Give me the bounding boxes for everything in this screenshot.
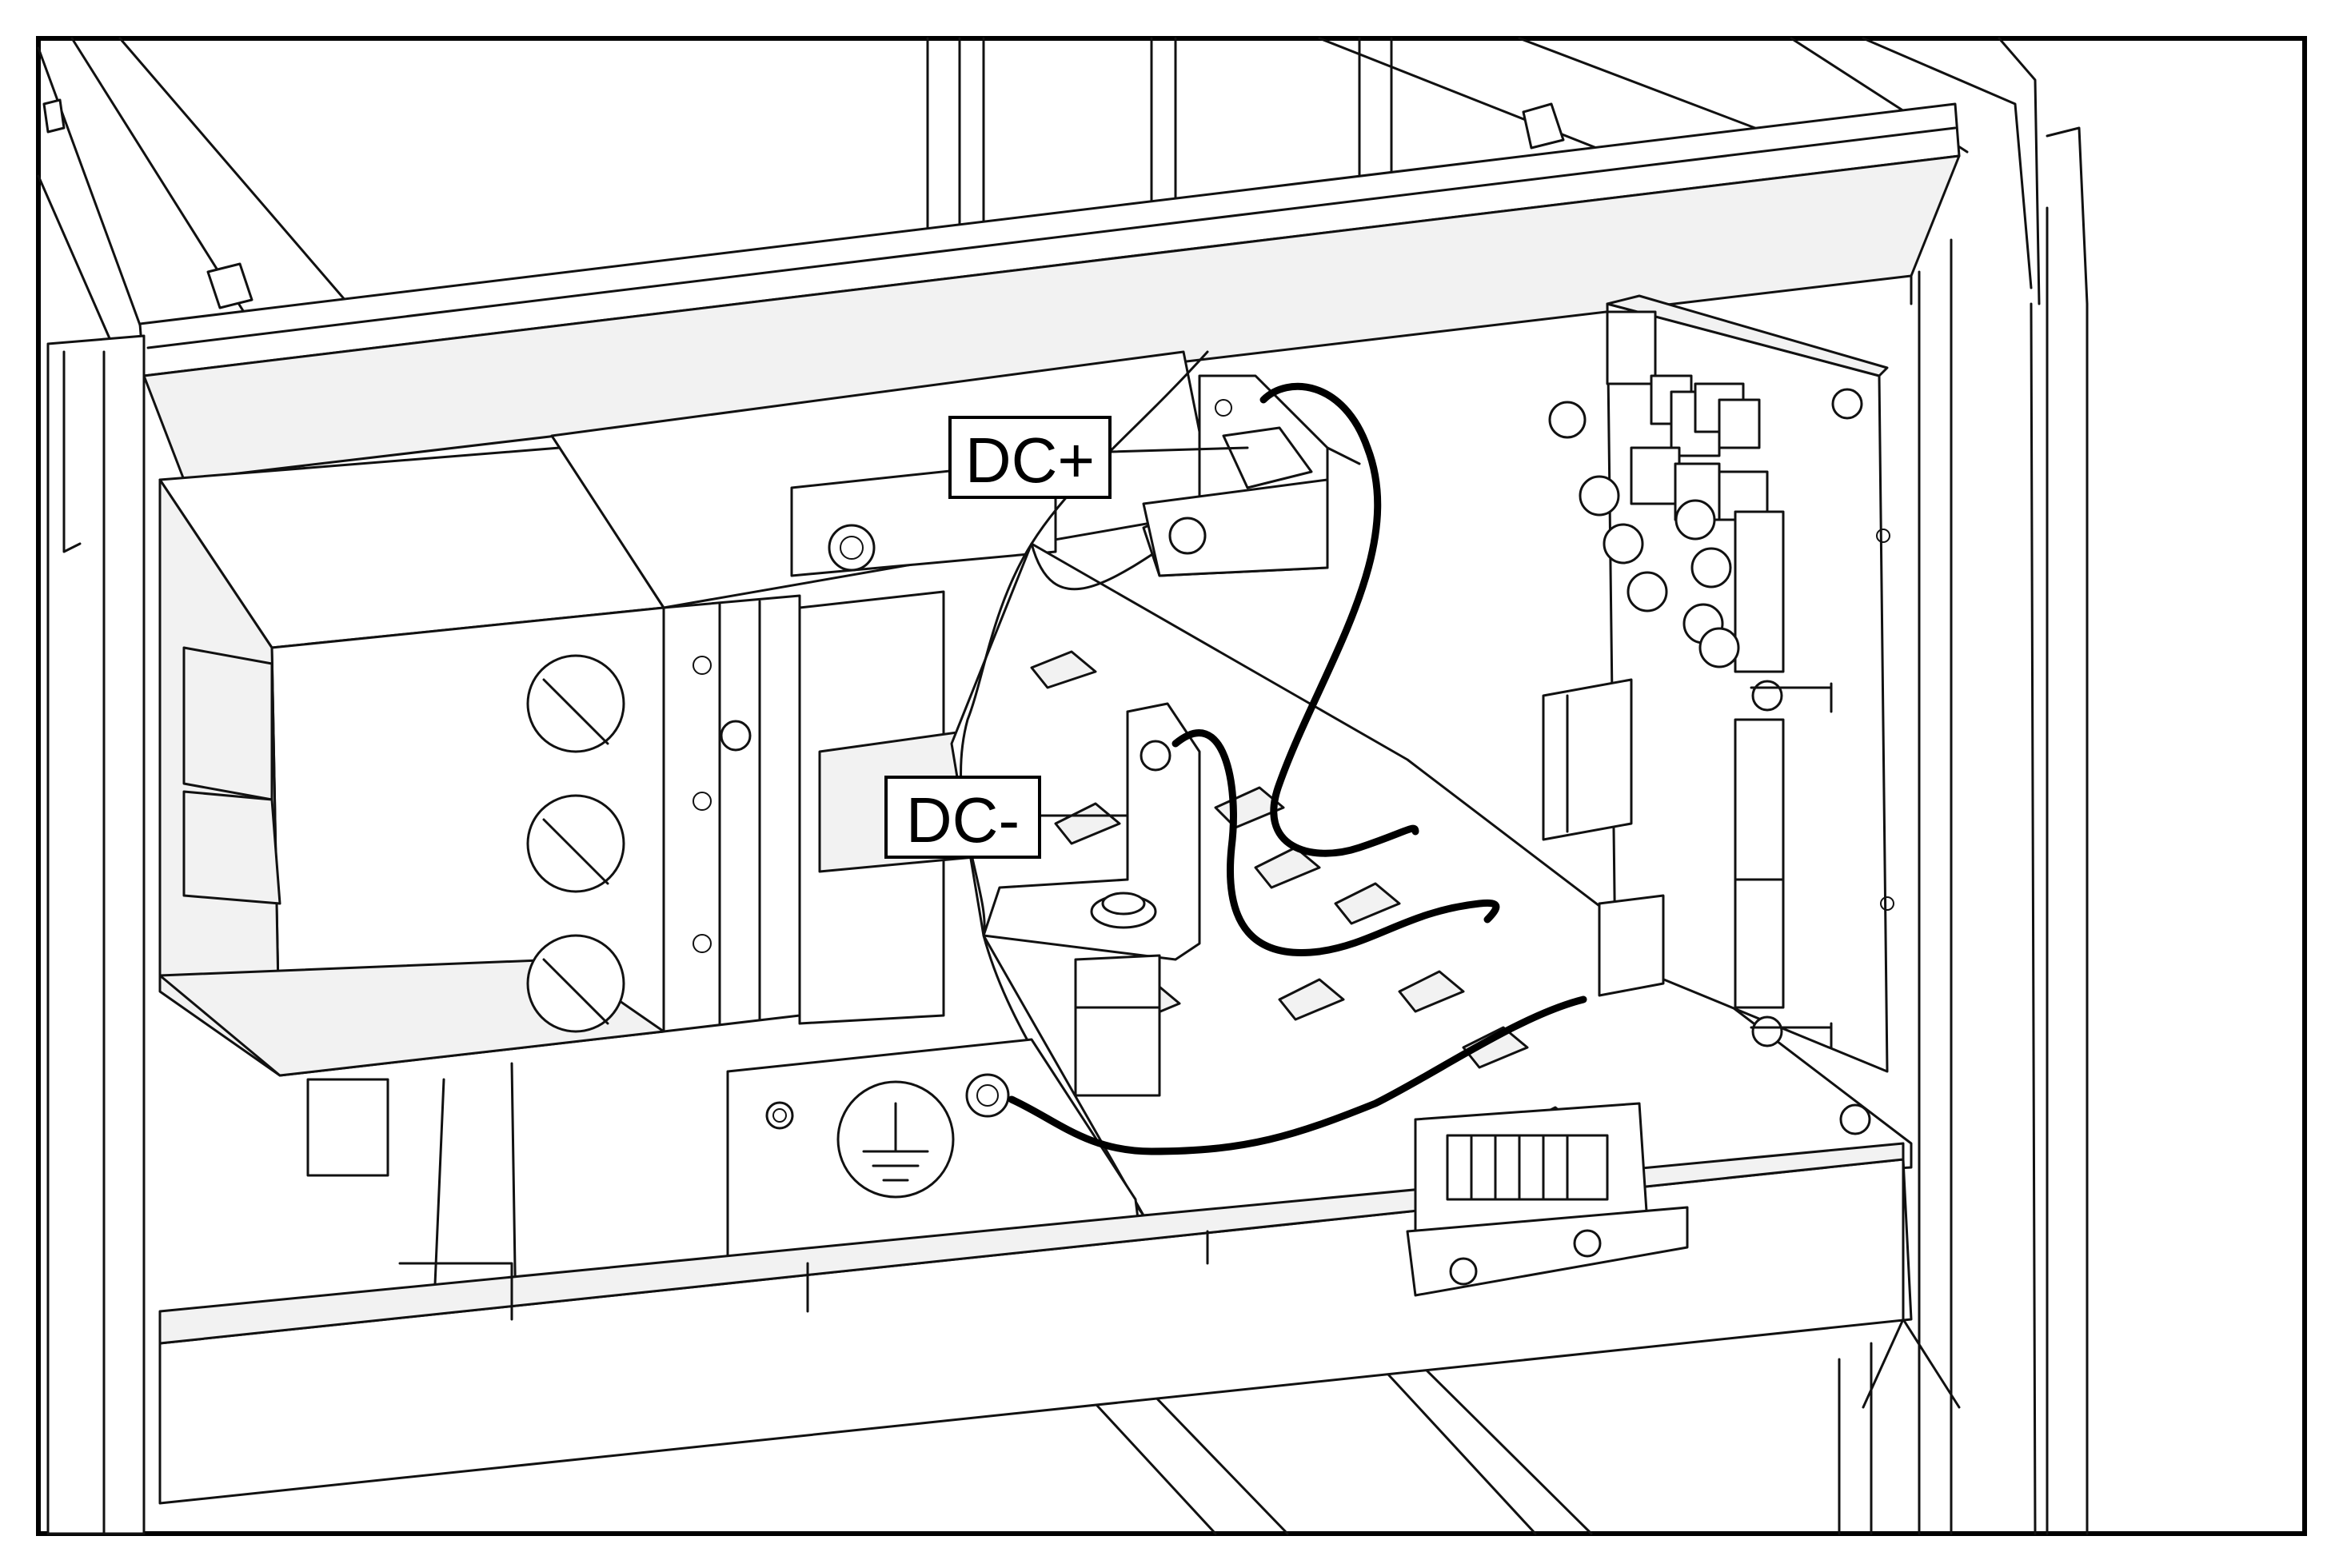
ribbon-connector — [1406, 1102, 1689, 1297]
dc-minus-bracket — [982, 702, 1201, 1097]
frame-clips — [42, 98, 1565, 309]
dc-plus-callout: DC+ — [948, 416, 1249, 499]
dc-plus-wire — [1259, 382, 1419, 857]
dc-minus-label: DC- — [906, 784, 1020, 856]
illustration-frame — [36, 36, 2307, 1536]
dc-plus-label: DC+ — [965, 425, 1095, 496]
control-board — [1542, 294, 1894, 1135]
wires — [1008, 382, 1587, 1155]
dc-minus-label-box — [884, 776, 1041, 859]
dc-minus-callout: DC- — [884, 776, 1129, 859]
dc-plus-bracket — [1142, 374, 1361, 577]
ground-plate — [306, 1038, 1145, 1361]
terminal-housing — [158, 446, 801, 1077]
dc-minus-wire — [1172, 729, 1500, 956]
left-column — [46, 334, 146, 1535]
dc-plus-label-box — [948, 416, 1112, 499]
ground-wire — [1008, 995, 1587, 1155]
ground-icon — [836, 1080, 955, 1199]
